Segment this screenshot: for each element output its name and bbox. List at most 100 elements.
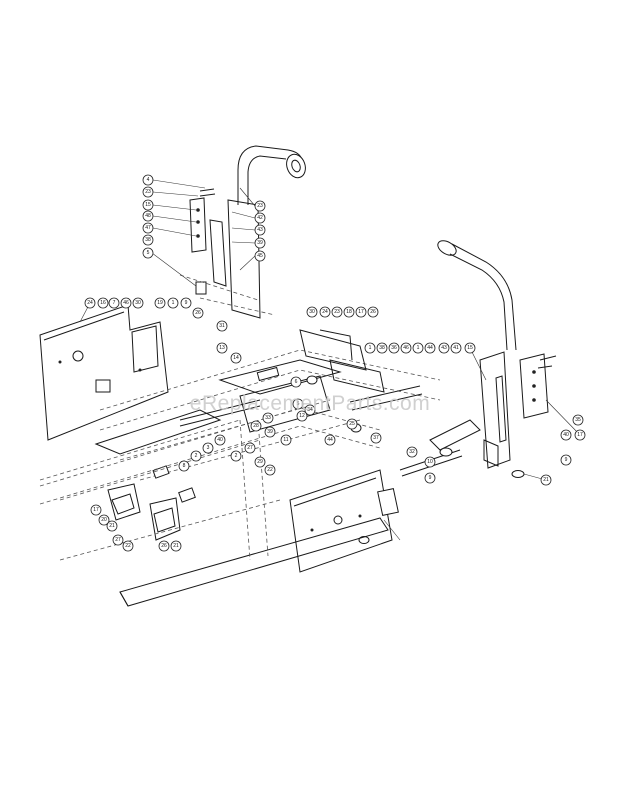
callout-38: 38 [142, 234, 154, 246]
callout-bubble [264, 464, 276, 476]
callout-38: 38 [376, 342, 388, 354]
callout-bubble [132, 297, 144, 309]
callout-label: 6 [295, 379, 298, 385]
callout-bubble [560, 454, 572, 466]
callout-label: 9 [185, 300, 188, 306]
callout-label: 31 [219, 323, 225, 329]
callout-label: 12 [299, 413, 305, 419]
callout-1: 1 [167, 297, 179, 309]
callout-bubble [280, 434, 292, 446]
callout-27: 27 [112, 534, 124, 546]
callout-label: 30 [135, 300, 141, 306]
callout-bubble [142, 186, 154, 198]
callout-bubble [262, 412, 274, 424]
callout-15: 15 [464, 342, 476, 354]
callout-45: 45 [254, 250, 266, 262]
callout-24: 24 [319, 306, 331, 318]
callout-bubble [108, 297, 120, 309]
callout-label: 40 [563, 432, 569, 438]
callout-bubble [202, 442, 214, 454]
left-side-plate [39, 304, 169, 441]
callout-label: 17 [577, 432, 583, 438]
callout-label: 17 [93, 507, 99, 513]
callout-20: 20 [98, 514, 110, 526]
callout-37: 37 [370, 432, 382, 444]
callout-bubble [438, 342, 450, 354]
callout-bubble [230, 352, 242, 364]
callout-label: 15 [145, 202, 151, 208]
callout-label: 46 [123, 300, 129, 306]
callout-41: 41 [450, 342, 462, 354]
callout-bubble [540, 474, 552, 486]
callout-33: 33 [262, 412, 274, 424]
callout-label: 47 [145, 225, 151, 231]
callout-23: 23 [142, 186, 154, 198]
callout-21: 21 [170, 540, 182, 552]
callout-17: 17 [355, 306, 367, 318]
callout-bubble [346, 418, 358, 430]
callout-bubble [142, 222, 154, 234]
callout-bubble [244, 442, 256, 454]
callout-label: 7 [113, 300, 116, 306]
callout-22: 22 [122, 540, 134, 552]
callout-42: 42 [254, 212, 266, 224]
callout-21: 21 [540, 474, 552, 486]
callout-7: 7 [108, 297, 120, 309]
callout-bubble [319, 306, 331, 318]
callout-bubble [370, 432, 382, 444]
callout-bubble [290, 376, 302, 388]
callout-label: 46 [403, 345, 409, 351]
callout-label: 29 [257, 459, 263, 465]
callout-bubble [158, 540, 170, 552]
callout-13: 13 [216, 342, 228, 354]
callout-label: 26 [161, 543, 167, 549]
callout-label: 38 [379, 345, 385, 351]
callout-bubble [178, 460, 190, 472]
callout-35: 35 [572, 414, 584, 426]
callout-26: 26 [367, 306, 379, 318]
callout-9: 9 [180, 297, 192, 309]
callout-label: 2 [235, 453, 238, 459]
callout-bubble [424, 472, 436, 484]
callout-label: 25 [349, 421, 355, 427]
callout-17: 17 [574, 429, 586, 441]
callout-bubble [180, 297, 192, 309]
callout-bubble [560, 429, 572, 441]
callout-bubble [355, 306, 367, 318]
callout-label: 2 [195, 453, 198, 459]
callout-43: 43 [438, 342, 450, 354]
callout-bubble [122, 540, 134, 552]
callout-25: 25 [346, 418, 358, 430]
callout-2: 2 [230, 450, 242, 462]
callout-bubble [343, 306, 355, 318]
callout-bubble [254, 250, 266, 262]
callout-1: 1 [412, 342, 424, 354]
callout-3: 3 [202, 442, 214, 454]
callout-bubble [112, 534, 124, 546]
callout-label: 13 [219, 345, 225, 351]
callout-8: 8 [178, 460, 190, 472]
callout-label: 22 [267, 467, 273, 473]
callout-bubble [97, 297, 109, 309]
callout-bubble [142, 199, 154, 211]
callout-bubble [254, 212, 266, 224]
callout-bubble [364, 342, 376, 354]
callout-19: 19 [154, 297, 166, 309]
callout-label: 22 [125, 543, 131, 549]
callout-label: 23 [257, 203, 263, 209]
callout-40: 40 [560, 429, 572, 441]
callout-bubble [324, 434, 336, 446]
watermark: eReplacementParts.com [189, 392, 431, 415]
callout-bubble [254, 200, 266, 212]
callout-bubble [406, 446, 418, 458]
callout-label: 40 [217, 437, 223, 443]
callout-bubble [230, 450, 242, 462]
callout-label: 26 [370, 309, 376, 315]
callout-label: 38 [145, 237, 151, 243]
callout-bubble [296, 410, 308, 422]
callout-47: 47 [142, 222, 154, 234]
callout-label: 36 [391, 345, 397, 351]
callout-label: 35 [575, 417, 581, 423]
callout-bubble [331, 306, 343, 318]
